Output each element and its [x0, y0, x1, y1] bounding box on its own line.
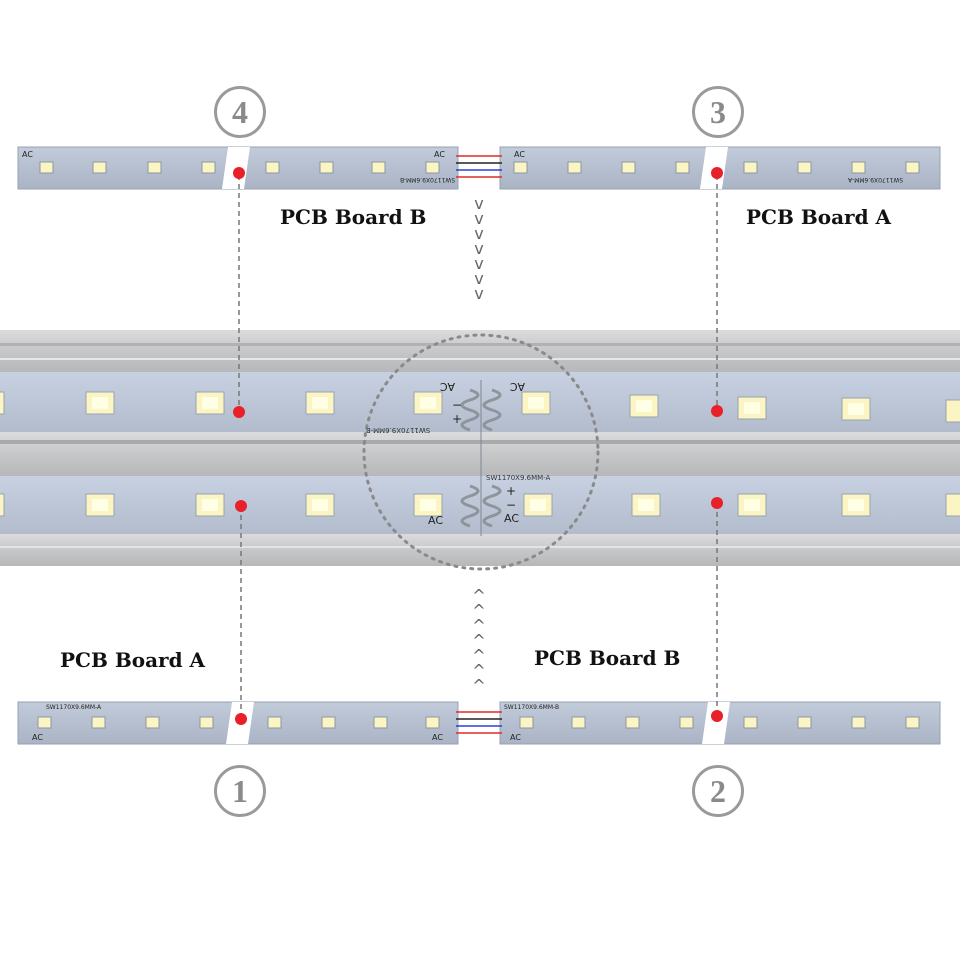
board-ac-label: AC — [514, 150, 525, 159]
tube-rail-middle — [0, 432, 960, 476]
junction-highlight-circle — [362, 333, 600, 571]
step-number-4: 4 — [214, 86, 266, 138]
led — [737, 396, 767, 420]
down-arrow-icon: v — [474, 254, 484, 273]
up-arrow-icon: ^ — [472, 586, 486, 605]
board-model-label: SW1170X9.6MM-B — [400, 176, 456, 183]
red-markers — [233, 167, 723, 725]
led-tube — [0, 330, 960, 566]
guide-lines — [238, 175, 718, 716]
led — [631, 493, 661, 517]
tube-ac-label: AC — [504, 512, 520, 525]
step-number-2: 2 — [692, 765, 744, 817]
down-arrow-icon: v — [474, 284, 484, 303]
up-arrow-icon: ^ — [472, 661, 486, 680]
board-model-label: SW1170X9.6MM-A — [46, 704, 102, 711]
board-ac-label: AC — [22, 150, 33, 159]
tube-model-label: SW1170X9.6MM-B — [366, 426, 431, 434]
tube-rail-bottom — [0, 534, 960, 566]
led — [521, 391, 551, 415]
led — [195, 493, 225, 517]
led — [629, 394, 659, 418]
up-arrow-icon: ^ — [472, 646, 486, 665]
board-model-label: SW1170X9.6MM-A — [848, 176, 904, 183]
board-ac-label: AC — [510, 733, 521, 742]
up-arrow-icon: ^ — [472, 631, 486, 650]
tube-minus-label: − — [452, 398, 463, 412]
bottom-right-board — [499, 701, 941, 745]
tube-minus-label: − — [506, 498, 517, 512]
tube-strip-lower — [0, 476, 960, 534]
down-arrow-icon: v — [474, 209, 484, 228]
tube-strip-upper — [0, 372, 960, 432]
pcb-label-bottom-right: PCB Board B — [534, 646, 681, 670]
tube-ac-label: AC — [440, 380, 456, 393]
board-ac-label: AC — [434, 150, 445, 159]
up-arrow-icon: ^ — [472, 676, 486, 695]
led — [195, 391, 225, 415]
up-arrows: ^ ^ ^ ^ ^ ^ ^ — [472, 586, 486, 695]
tube-plus-label: + — [506, 484, 517, 498]
tube-rail-top — [0, 330, 960, 372]
led — [413, 391, 443, 415]
tube-model-label: SW1170X9.6MM-A — [486, 474, 551, 482]
down-arrow-icon: v — [474, 269, 484, 288]
led — [737, 493, 767, 517]
top-wires — [456, 155, 502, 178]
led — [841, 397, 871, 421]
down-arrow-icon: v — [474, 239, 484, 258]
spring-connector-icon — [460, 388, 502, 528]
tube-plus-label: + — [452, 412, 463, 426]
pcb-label-bottom-left: PCB Board A — [60, 648, 206, 672]
led — [0, 391, 5, 415]
pcb-label-top-left: PCB Board B — [280, 205, 427, 229]
board-ac-label: AC — [32, 733, 43, 742]
led — [85, 391, 115, 415]
up-arrow-icon: ^ — [472, 601, 486, 620]
board-ac-label: AC — [432, 733, 443, 742]
led — [85, 493, 115, 517]
led — [305, 391, 335, 415]
led — [841, 493, 871, 517]
tube-ac-label: AC — [428, 514, 444, 527]
bottom-wires — [456, 711, 502, 734]
led — [945, 399, 960, 423]
led — [0, 493, 5, 517]
led — [305, 493, 335, 517]
pcb-label-top-right: PCB Board A — [746, 205, 892, 229]
board-model-label: SW1170X9.6MM-B — [504, 704, 560, 711]
down-arrows: v v v v v v v — [472, 194, 486, 303]
up-arrow-icon: ^ — [472, 616, 486, 635]
down-arrow-icon: v — [474, 194, 484, 213]
down-arrow-icon: v — [474, 224, 484, 243]
tube-leds — [0, 391, 960, 517]
tube-ac-label: AC — [510, 380, 526, 393]
led — [945, 493, 960, 517]
step-number-3: 3 — [692, 86, 744, 138]
step-number-1: 1 — [214, 765, 266, 817]
led — [523, 493, 553, 517]
led — [413, 493, 443, 517]
